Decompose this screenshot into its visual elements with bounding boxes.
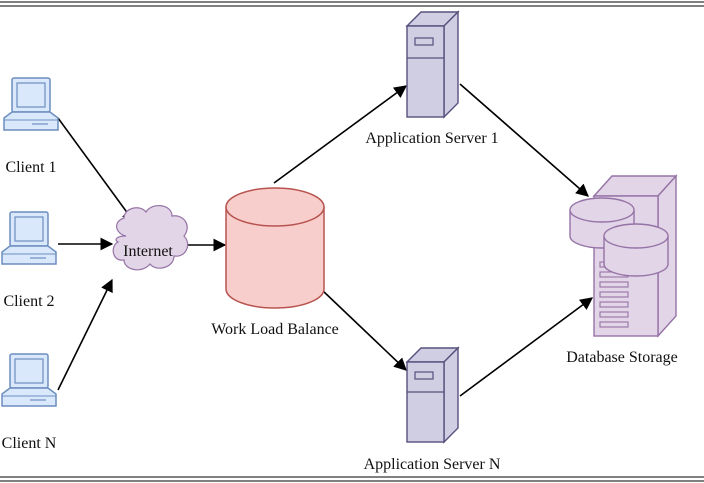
server-tower-icon [405, 346, 460, 444]
edge-server1-database [459, 83, 589, 197]
edge-serverN-database [459, 297, 594, 397]
computer-icon [3, 77, 59, 131]
computer-icon [1, 211, 57, 265]
internet-node: Internet [112, 205, 189, 271]
application-server-1-node: Application Server 1 [365, 10, 499, 147]
client-1-node: Client 1 [3, 77, 59, 176]
client-n-label: Client N [2, 435, 57, 452]
load-balancer-node: Work Load Balance [211, 187, 339, 338]
computer-icon [1, 353, 57, 407]
internet-label: Internet [123, 243, 173, 260]
client-n-node: Client N [1, 353, 57, 452]
edge-clientN-internet [57, 278, 113, 391]
load-balancer-label: Work Load Balance [211, 321, 339, 338]
edge-client1-internet [57, 117, 135, 224]
edge-balancer-serverN [321, 289, 407, 371]
database-storage-label: Database Storage [566, 349, 678, 366]
database-storage-node: Database Storage [566, 174, 678, 366]
edges [57, 83, 594, 397]
application-server-n-label: Application Server N [364, 456, 501, 473]
application-server-n-node: Application Server N [364, 346, 501, 473]
server-tower-icon [405, 10, 460, 119]
client-1-label: Client 1 [5, 159, 56, 176]
cloud-icon [112, 205, 189, 271]
client-2-label: Client 2 [3, 293, 54, 310]
database-storage-icon [569, 174, 678, 338]
cylinder-icon [225, 187, 325, 309]
edge-balancer-server1 [273, 85, 408, 184]
client-2-node: Client 2 [1, 211, 57, 310]
application-server-1-label: Application Server 1 [365, 130, 498, 147]
